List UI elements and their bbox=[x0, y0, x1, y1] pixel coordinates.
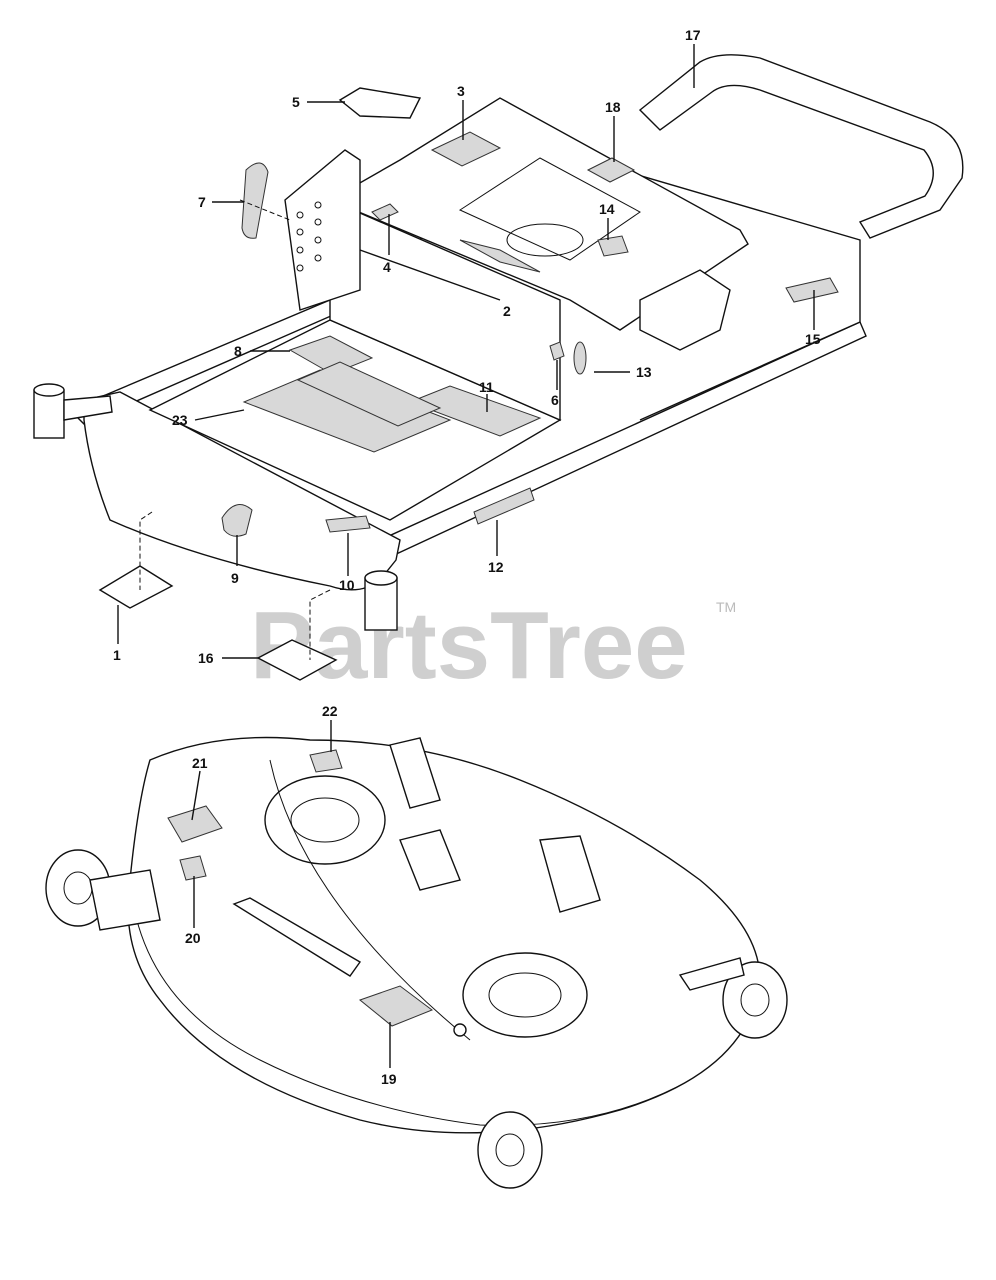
callout-5: 5 bbox=[292, 94, 300, 110]
callout-13: 13 bbox=[636, 364, 652, 380]
callout-2: 2 bbox=[503, 303, 511, 319]
decal-23-b bbox=[296, 361, 442, 427]
callout-9: 9 bbox=[231, 570, 239, 586]
decal-6 bbox=[549, 341, 565, 361]
callout-7: 7 bbox=[198, 194, 206, 210]
callout-3: 3 bbox=[457, 83, 465, 99]
leader-lines bbox=[117, 44, 815, 1068]
decal-5 bbox=[338, 87, 422, 119]
callout-19: 19 bbox=[381, 1071, 397, 1087]
callout-12: 12 bbox=[488, 559, 504, 575]
decal-23-a bbox=[242, 369, 452, 453]
callout-4: 4 bbox=[383, 259, 391, 275]
callout-16: 16 bbox=[198, 650, 214, 666]
decal-8 bbox=[288, 335, 374, 375]
decal-2 bbox=[459, 239, 541, 273]
frame-assembly bbox=[33, 54, 964, 631]
decals-upper bbox=[98, 87, 839, 681]
decal-19 bbox=[358, 985, 434, 1027]
callout-10: 10 bbox=[339, 577, 355, 593]
callout-22: 22 bbox=[322, 703, 338, 719]
decal-13 bbox=[573, 341, 587, 375]
callout-14: 14 bbox=[599, 201, 615, 217]
decal-7 bbox=[241, 162, 269, 239]
decal-15 bbox=[785, 277, 839, 303]
decal-10 bbox=[325, 515, 371, 533]
decal-3 bbox=[430, 131, 502, 167]
decal-4 bbox=[371, 203, 399, 221]
decal-16 bbox=[256, 639, 338, 681]
callout-20: 20 bbox=[185, 930, 201, 946]
decal-20 bbox=[179, 855, 207, 881]
decal-11 bbox=[408, 385, 542, 437]
callouts: 5 7 3 18 17 14 4 2 8 13 6 11 23 15 9 10 … bbox=[113, 27, 821, 1087]
callout-17: 17 bbox=[685, 27, 701, 43]
callout-1: 1 bbox=[113, 647, 121, 663]
callout-11: 11 bbox=[479, 379, 494, 395]
decal-1 bbox=[98, 565, 174, 609]
callout-15: 15 bbox=[805, 331, 821, 347]
callout-6: 6 bbox=[551, 392, 559, 408]
watermark-trademark: TM bbox=[716, 599, 736, 615]
callout-23: 23 bbox=[172, 412, 188, 428]
decal-22 bbox=[309, 749, 343, 773]
watermark-text: PartsTree bbox=[250, 592, 688, 699]
mower-deck bbox=[45, 736, 788, 1189]
callout-21: 21 bbox=[192, 755, 208, 771]
decal-18 bbox=[586, 157, 636, 183]
decal-12 bbox=[473, 487, 535, 525]
callout-18: 18 bbox=[605, 99, 621, 115]
callout-8: 8 bbox=[234, 343, 242, 359]
decal-14 bbox=[597, 235, 629, 257]
decal-9 bbox=[221, 504, 253, 537]
